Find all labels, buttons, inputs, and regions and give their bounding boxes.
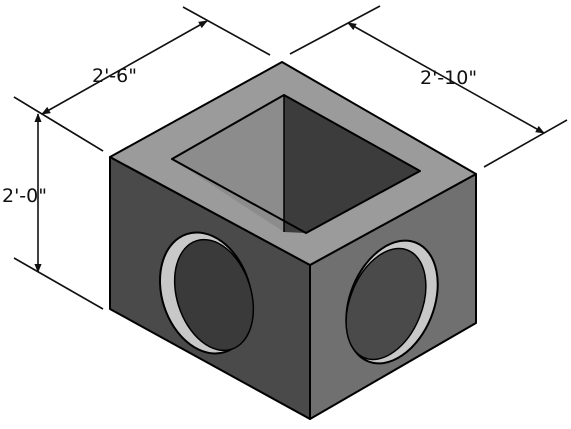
width-label: 2'-6" xyxy=(92,65,137,87)
height-dimension: 2'-0" xyxy=(2,96,104,310)
depth-extension-line-back xyxy=(289,5,381,55)
right-hole-interior xyxy=(345,247,427,361)
opening-back-left-wall xyxy=(172,95,284,232)
height-label: 2'-0" xyxy=(2,185,47,207)
height-extension-line-bottom xyxy=(13,257,104,310)
front-hole-interior xyxy=(173,238,255,352)
width-extension-line-right xyxy=(182,6,271,56)
depth-dimension-line xyxy=(347,22,545,134)
right-pipe-hole xyxy=(345,239,439,365)
depth-extension-line-front xyxy=(483,119,568,168)
depth-dimension: 2'-10" xyxy=(289,5,568,168)
opening-outline xyxy=(171,94,421,234)
width-dimension-line xyxy=(41,20,208,115)
depth-label: 2'-10" xyxy=(420,67,477,89)
opening-back-right-wall xyxy=(284,95,420,233)
concrete-box xyxy=(109,61,477,420)
height-extension-line-top xyxy=(13,96,104,152)
top-opening xyxy=(171,94,421,234)
front-pipe-hole xyxy=(158,231,255,355)
